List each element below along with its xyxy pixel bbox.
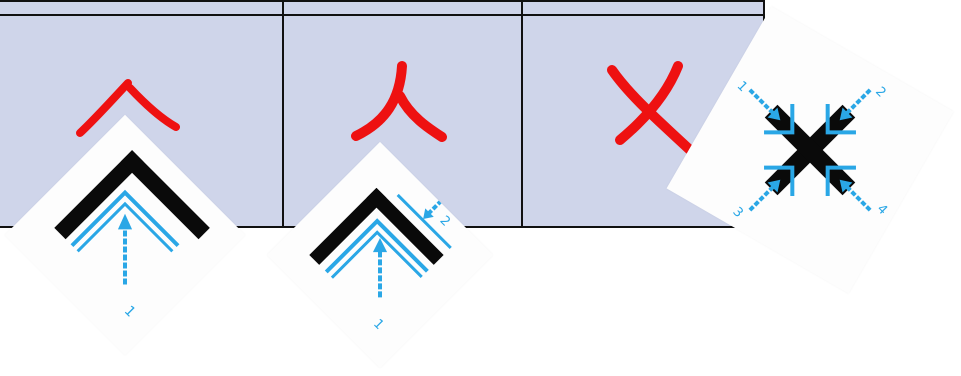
arrow-label: 2 [872,84,888,100]
arrow-label: 1 [734,79,750,95]
table-cell [283,1,522,15]
arrow-label: 4 [874,202,890,218]
arrow-label: 1 [121,303,139,321]
table-cell [522,1,764,15]
arrow-label: 1 [370,317,386,333]
table-cell [0,1,283,15]
arrow-label: 2 [437,213,453,229]
arrow-label: 3 [729,204,745,220]
table-header-row [0,1,764,15]
